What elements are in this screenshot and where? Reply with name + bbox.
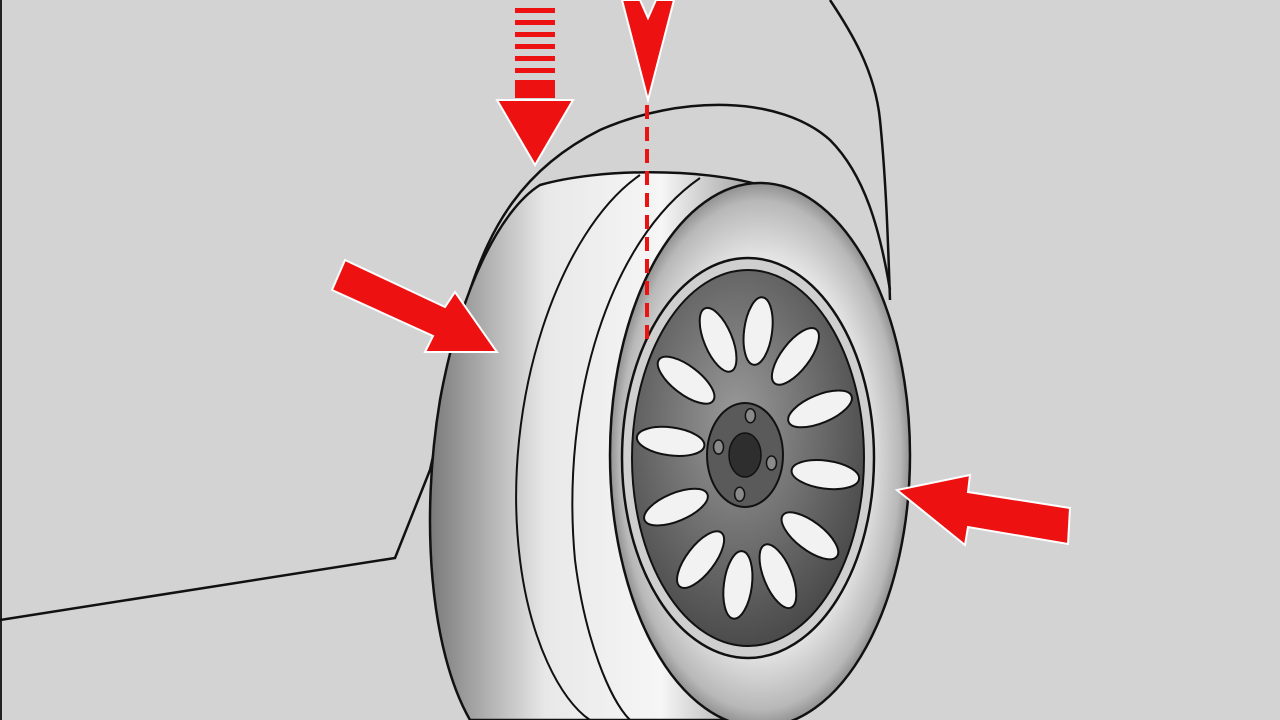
lug-nut <box>744 408 757 424</box>
fender-arch <box>0 103 892 622</box>
arrow-right-pressing-icon <box>330 258 499 353</box>
spoke-opening <box>758 543 798 610</box>
spoke-opening <box>656 355 716 405</box>
lug-nut <box>733 486 746 502</box>
spoke-opening <box>722 550 754 620</box>
spoke-opening <box>790 459 861 491</box>
spoke-opening <box>676 530 726 589</box>
center-cap <box>728 432 762 478</box>
spoke-openings <box>635 296 861 620</box>
spoke-opening <box>787 389 853 429</box>
lug-nuts <box>712 408 778 502</box>
arrow-down-center-icon <box>620 0 676 104</box>
body-panel-line <box>828 0 892 301</box>
tread-groove <box>571 177 701 720</box>
tread-groove <box>515 174 641 720</box>
lug-nut <box>712 439 725 455</box>
arrow-left-pressing-icon <box>894 473 1072 547</box>
spoke-opening <box>643 487 709 527</box>
lug-nut <box>765 455 778 471</box>
spoke-opening <box>742 296 774 366</box>
spoke-opening <box>698 306 738 373</box>
spoke-opening <box>770 327 820 386</box>
spoke-opening <box>635 425 706 457</box>
spoke-opening <box>780 511 840 561</box>
arrow-down-striped-icon <box>495 8 575 167</box>
